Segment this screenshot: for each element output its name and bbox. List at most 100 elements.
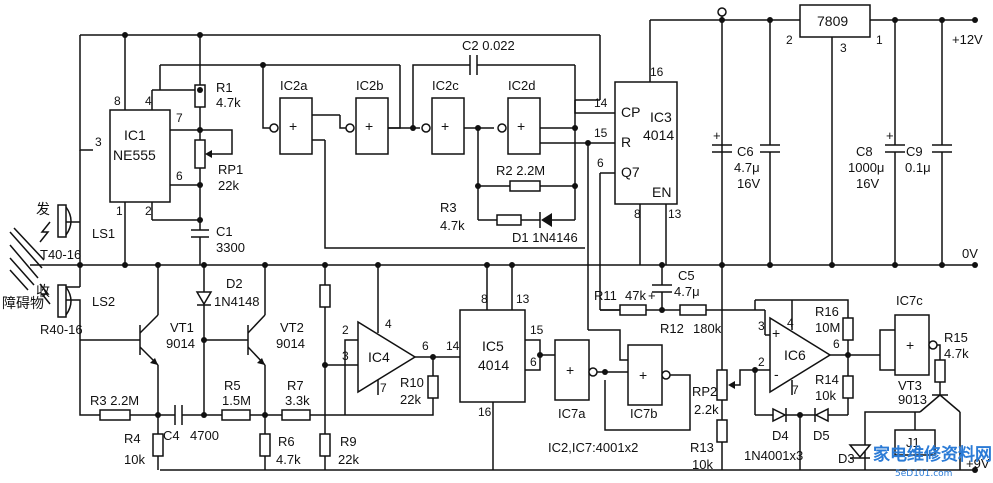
- c5-label: C5: [678, 268, 695, 283]
- vt3-transistor: VT3 9013 J1 D3: [838, 378, 961, 470]
- c9-label: C9: [906, 144, 923, 159]
- vt2-part: 9014: [276, 336, 305, 351]
- ic2d-label: IC2d: [508, 78, 535, 93]
- svg-text:家电维修资料网: 家电维修资料网: [873, 444, 992, 465]
- fa-label: 发: [36, 201, 50, 217]
- r11-label: R11: [594, 288, 617, 303]
- vt1-part: 9014: [166, 336, 195, 351]
- ic4-opamp: IC4 2 3 4 6 7 14: [325, 265, 460, 415]
- r13-label: R13: [690, 440, 714, 455]
- ic6-pin3: 3: [758, 319, 765, 333]
- plus12-label: +12V: [952, 32, 983, 47]
- r1-label: R1: [216, 80, 233, 95]
- reg-pin3: 3: [840, 41, 847, 55]
- r10-label: R10: [400, 375, 424, 390]
- svg-text:+: +: [886, 128, 894, 143]
- ic4-pin7: 7: [380, 381, 387, 395]
- r7-value: 3.3k: [285, 393, 310, 408]
- d1-label: D1 1N4146: [512, 230, 578, 245]
- ic6-opamp: IC6 + - 3 2 4 6 7 R16 10M R14 10k: [754, 299, 880, 415]
- rp2-label: RP2: [692, 384, 717, 399]
- vt1-label: VT1: [170, 320, 194, 335]
- ic6-label: IC6: [784, 347, 806, 363]
- ic1-pin6: 6: [176, 169, 183, 183]
- ic1-pin7: 7: [176, 111, 183, 125]
- ic3-en: EN: [652, 184, 671, 200]
- svg-text:+: +: [289, 118, 297, 134]
- c6-label: C6: [737, 144, 754, 159]
- r11-value: 47k: [625, 288, 646, 303]
- r3b-label: R3 2.2M: [90, 393, 139, 408]
- svg-text:+: +: [772, 325, 780, 341]
- r5-label: R5: [224, 378, 241, 393]
- watermark-logo: 家电维修资料网 5eD101.com: [873, 444, 992, 479]
- ic7-gates: + IC7a + IC7b IC2,IC7:4001x2: [548, 309, 691, 455]
- d5-label: D5: [813, 428, 830, 443]
- rails: [30, 19, 975, 471]
- r16-label: R16: [815, 304, 839, 319]
- c6-capacitor: + C6 4.7μ 16V: [712, 20, 780, 265]
- c1-value: 3300: [216, 240, 245, 255]
- r4-value: 10k: [124, 452, 145, 467]
- r14-label: R14: [815, 372, 839, 387]
- ic3-part: 4014: [643, 127, 674, 143]
- ic3-pin13: 13: [668, 207, 682, 221]
- rp2-value: 2.2k: [694, 402, 719, 417]
- r6-resistor: R6 4.7k: [259, 433, 301, 470]
- reg-pin2: 2: [786, 33, 793, 47]
- r12-label: R12: [660, 321, 684, 336]
- ic4-label: IC4: [368, 349, 390, 365]
- rp1-label: RP1: [218, 162, 243, 177]
- ic1-pin4: 4: [145, 94, 152, 108]
- vt3-label: VT3: [898, 378, 922, 393]
- r7-resistor: R7 3.3k: [281, 378, 345, 421]
- c2-label: C2 0.022: [462, 38, 515, 53]
- obstacle-hatching: [9, 227, 45, 291]
- svg-text:+: +: [713, 128, 721, 143]
- r6-label: R6: [278, 434, 295, 449]
- ic1-part: NE555: [113, 147, 156, 163]
- rp2-r13: RP2 2.2k R13 10k: [690, 369, 755, 472]
- r40-label: R40-16: [40, 322, 83, 337]
- d3-label: D3: [838, 451, 855, 466]
- ic-note: IC2,IC7:4001x2: [548, 440, 638, 455]
- plus9-label: +9V: [966, 456, 990, 471]
- ic3-cp: CP: [621, 104, 640, 120]
- d4-label: D4: [772, 428, 789, 443]
- ic3-q7: Q7: [621, 164, 640, 180]
- ic3-pin15: 15: [594, 126, 608, 140]
- c6-value: 4.7μ: [734, 160, 760, 175]
- ic5-pin13: 13: [516, 292, 530, 306]
- r1-resistor: R1 4.7k: [194, 35, 241, 140]
- c6-voltage: 16V: [737, 176, 760, 191]
- ic2c-label: IC2c: [432, 78, 459, 93]
- ic6-pin7: 7: [792, 383, 799, 397]
- c8-voltage: 16V: [856, 176, 879, 191]
- r10-resistor: R10 22k: [345, 357, 439, 416]
- c9-value: 0.1μ: [905, 160, 931, 175]
- c4-label: C4: [163, 428, 180, 443]
- ic7c-label: IC7c: [896, 293, 923, 308]
- d2-diode: D2 1N4148: [195, 265, 260, 415]
- ic3-4014: IC3 4014 CP R Q7 EN 16 14 15 6 8 13: [540, 60, 682, 330]
- r11-c5-r12-network: + R11 47k C5 4.7μ R12 180k: [594, 265, 766, 336]
- ls1-label: LS1: [92, 226, 115, 241]
- r2-label: R2 2.2M: [496, 163, 545, 178]
- c4-value: 4700: [190, 428, 219, 443]
- ic3-pin8: 8: [634, 207, 641, 221]
- rp1-value: 22k: [218, 178, 239, 193]
- ic7a-label: IC7a: [558, 406, 586, 421]
- r1-value: 4.7k: [216, 95, 241, 110]
- ic4-pin3: 3: [342, 349, 349, 363]
- r3-value: 4.7k: [440, 218, 465, 233]
- r4-resistor: R4 10k: [124, 431, 164, 467]
- d2-label: D2: [226, 276, 243, 291]
- ic3-r: R: [621, 134, 631, 150]
- transducers: 发 T40-16 LS1 收 LS2 R40-16 障碍物: [2, 150, 115, 340]
- r10-value: 22k: [400, 392, 421, 407]
- svg-text:+: +: [517, 118, 525, 134]
- ic2b-label: IC2b: [356, 78, 383, 93]
- zero-v-label: 0V: [962, 246, 978, 261]
